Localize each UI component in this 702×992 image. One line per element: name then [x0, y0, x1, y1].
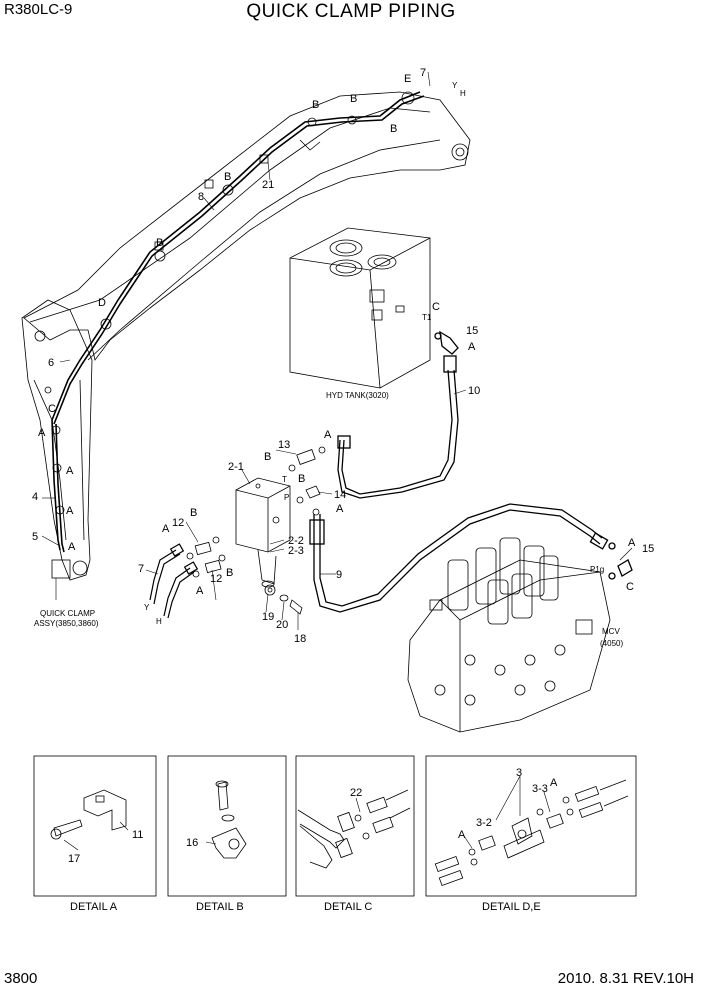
callout-B-9: B: [226, 567, 233, 579]
detail-de-part-3-2: 3-2: [476, 817, 492, 829]
callout-A-8: A: [162, 523, 170, 535]
callout-E: E: [404, 73, 411, 85]
callout-B-6: B: [264, 451, 271, 463]
detail-de-title: DETAIL D,E: [482, 901, 541, 913]
callout-20: 20: [276, 619, 288, 631]
callout-A-10: A: [628, 537, 636, 549]
quick-clamp-number-label: ASSY(3850,3860): [34, 619, 99, 628]
page-title: QUICK CLAMP PIPING: [246, 1, 456, 22]
callout-15a: 15: [466, 325, 478, 337]
callout-B-2: B: [350, 93, 357, 105]
boom-pipe-line: [51, 91, 425, 553]
tank-return-hose: [337, 330, 459, 499]
callout-6: 6: [48, 357, 54, 369]
valve-block-drawing: [235, 477, 291, 588]
mcv-label: MCV: [602, 627, 620, 636]
callout-15b: 15: [642, 543, 654, 555]
callout-19: 19: [262, 611, 274, 623]
callout-C-2: C: [432, 301, 440, 313]
callout-A-9: A: [196, 585, 204, 597]
arm-drawing: [21, 299, 93, 581]
port-P1g: P1g: [590, 565, 604, 574]
detail-c-part-22: 22: [350, 787, 362, 799]
callout-2-3: 2-3: [288, 545, 304, 557]
callout-21: 21: [262, 179, 274, 191]
callout-C-1: C: [48, 403, 56, 415]
callout-7b: 7: [420, 67, 426, 79]
callout-2-2: 2-2: [288, 535, 304, 547]
callout-B-4: B: [224, 171, 231, 183]
mcv-number-label: (4050): [600, 639, 623, 648]
detail-a-panel: 11 17: [33, 755, 157, 897]
callout-A-2: A: [66, 465, 74, 477]
callout-B-7: B: [298, 473, 305, 485]
hyd-tank-drawing: [289, 227, 431, 389]
detail-a-part-17: 17: [68, 853, 80, 865]
callout-A-6: A: [324, 429, 332, 441]
callout-10: 10: [468, 385, 480, 397]
detail-a-part-11: 11: [132, 829, 143, 841]
callout-7a: 7: [138, 563, 144, 575]
callout-13: 13: [278, 439, 290, 451]
callout-A-3: A: [66, 505, 74, 517]
label-H-top: H: [460, 89, 466, 98]
callout-14: 14: [334, 489, 346, 501]
callout-D: D: [98, 297, 106, 309]
callout-labels: 2-1 2-2 2-3 4 5 6 7 7 8 9 10 12 12 13 14…: [32, 67, 654, 648]
callout-8: 8: [198, 191, 204, 203]
hyd-tank-label: HYD TANK(3020): [326, 391, 389, 400]
detail-b-title: DETAIL B: [196, 901, 244, 913]
detail-b-panel: 16: [167, 755, 287, 897]
callout-4: 4: [32, 491, 38, 503]
callout-B-3: B: [390, 123, 397, 135]
detail-a-title: DETAIL A: [70, 901, 118, 913]
fittings-drawing: [186, 446, 326, 578]
callout-A-1: A: [38, 427, 46, 439]
callout-12b: 12: [210, 573, 222, 585]
page-number: 3800: [4, 970, 38, 987]
detail-b-part-16: 16: [186, 837, 198, 849]
port-P: P: [284, 493, 289, 502]
callout-B-8: B: [190, 507, 197, 519]
callout-A-5: A: [468, 341, 476, 353]
boom-drawing: [23, 91, 471, 361]
callout-B-5: B: [156, 237, 163, 249]
model-code: R380LC-9: [4, 1, 73, 18]
callout-18: 18: [294, 633, 306, 645]
quick-clamp-label: QUICK CLAMP: [40, 609, 95, 618]
callout-5: 5: [32, 531, 38, 543]
quick-clamp-hoses: [149, 543, 199, 619]
mcv-supply-hose: [309, 503, 633, 613]
label-Y-bottom: Y: [144, 603, 150, 612]
callout-A-7: A: [336, 503, 344, 515]
detail-de-part-3: 3: [516, 767, 522, 779]
callout-B-1: B: [312, 99, 319, 111]
callout-A-4: A: [68, 541, 76, 553]
leader-lines: [41, 71, 633, 630]
detail-de-callout-A-1: A: [550, 777, 558, 789]
port-T1: T1: [422, 313, 432, 322]
label-Y-top: Y: [452, 81, 458, 90]
callout-C-3: C: [626, 581, 634, 593]
callout-2-1: 2-1: [228, 461, 244, 473]
detail-de-callout-A-2: A: [458, 829, 466, 841]
port-T: T: [282, 475, 287, 484]
detail-c-title: DETAIL C: [324, 901, 372, 913]
label-H-bottom: H: [156, 617, 162, 626]
date-revision: 2010. 8.31 REV.10H: [557, 970, 694, 987]
callout-9: 9: [336, 569, 342, 581]
callout-12a: 12: [172, 517, 184, 529]
detail-de-part-3-3: 3-3: [532, 783, 548, 795]
detail-de-panel: 3 3-2 3-3 A A: [425, 755, 637, 897]
mcv-drawing: [407, 537, 611, 733]
bolt-washer-drawing: [264, 584, 303, 615]
pipe-clamps: [51, 115, 357, 515]
detail-c-panel: 22: [295, 755, 415, 897]
